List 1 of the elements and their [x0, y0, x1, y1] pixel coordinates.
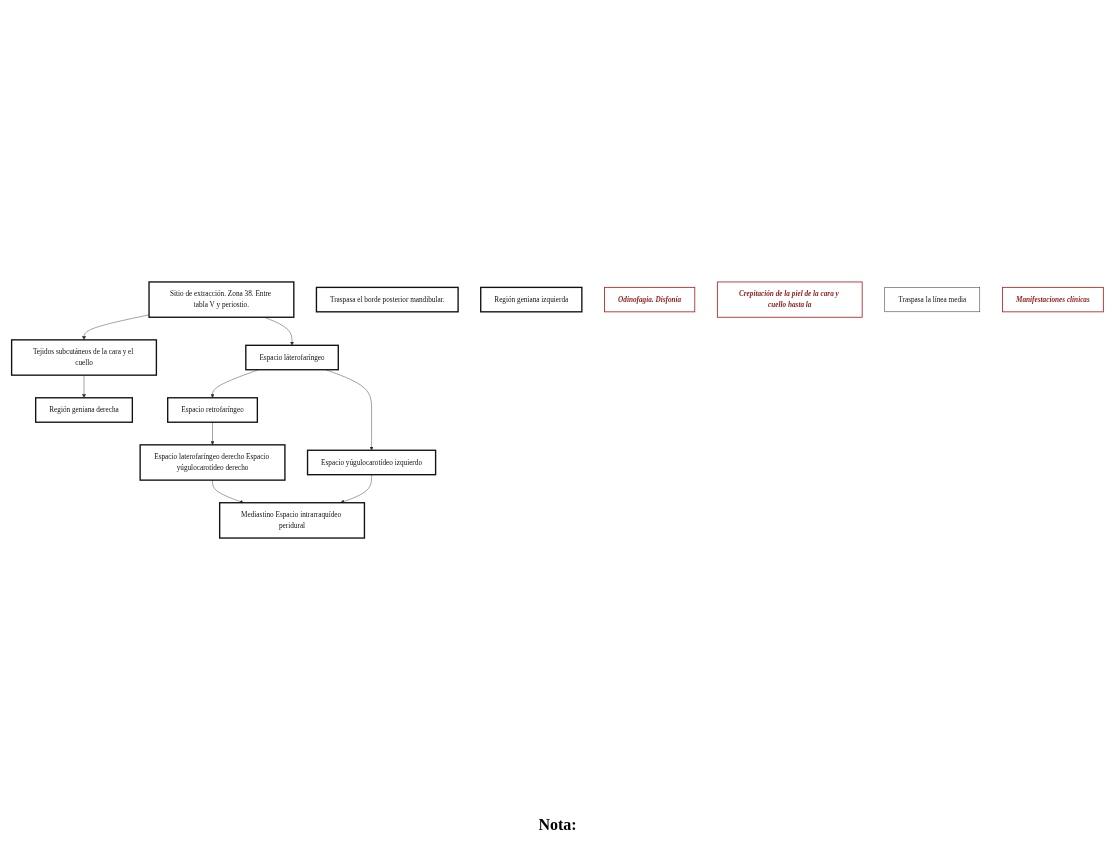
note-label: Nota:: [538, 816, 577, 833]
